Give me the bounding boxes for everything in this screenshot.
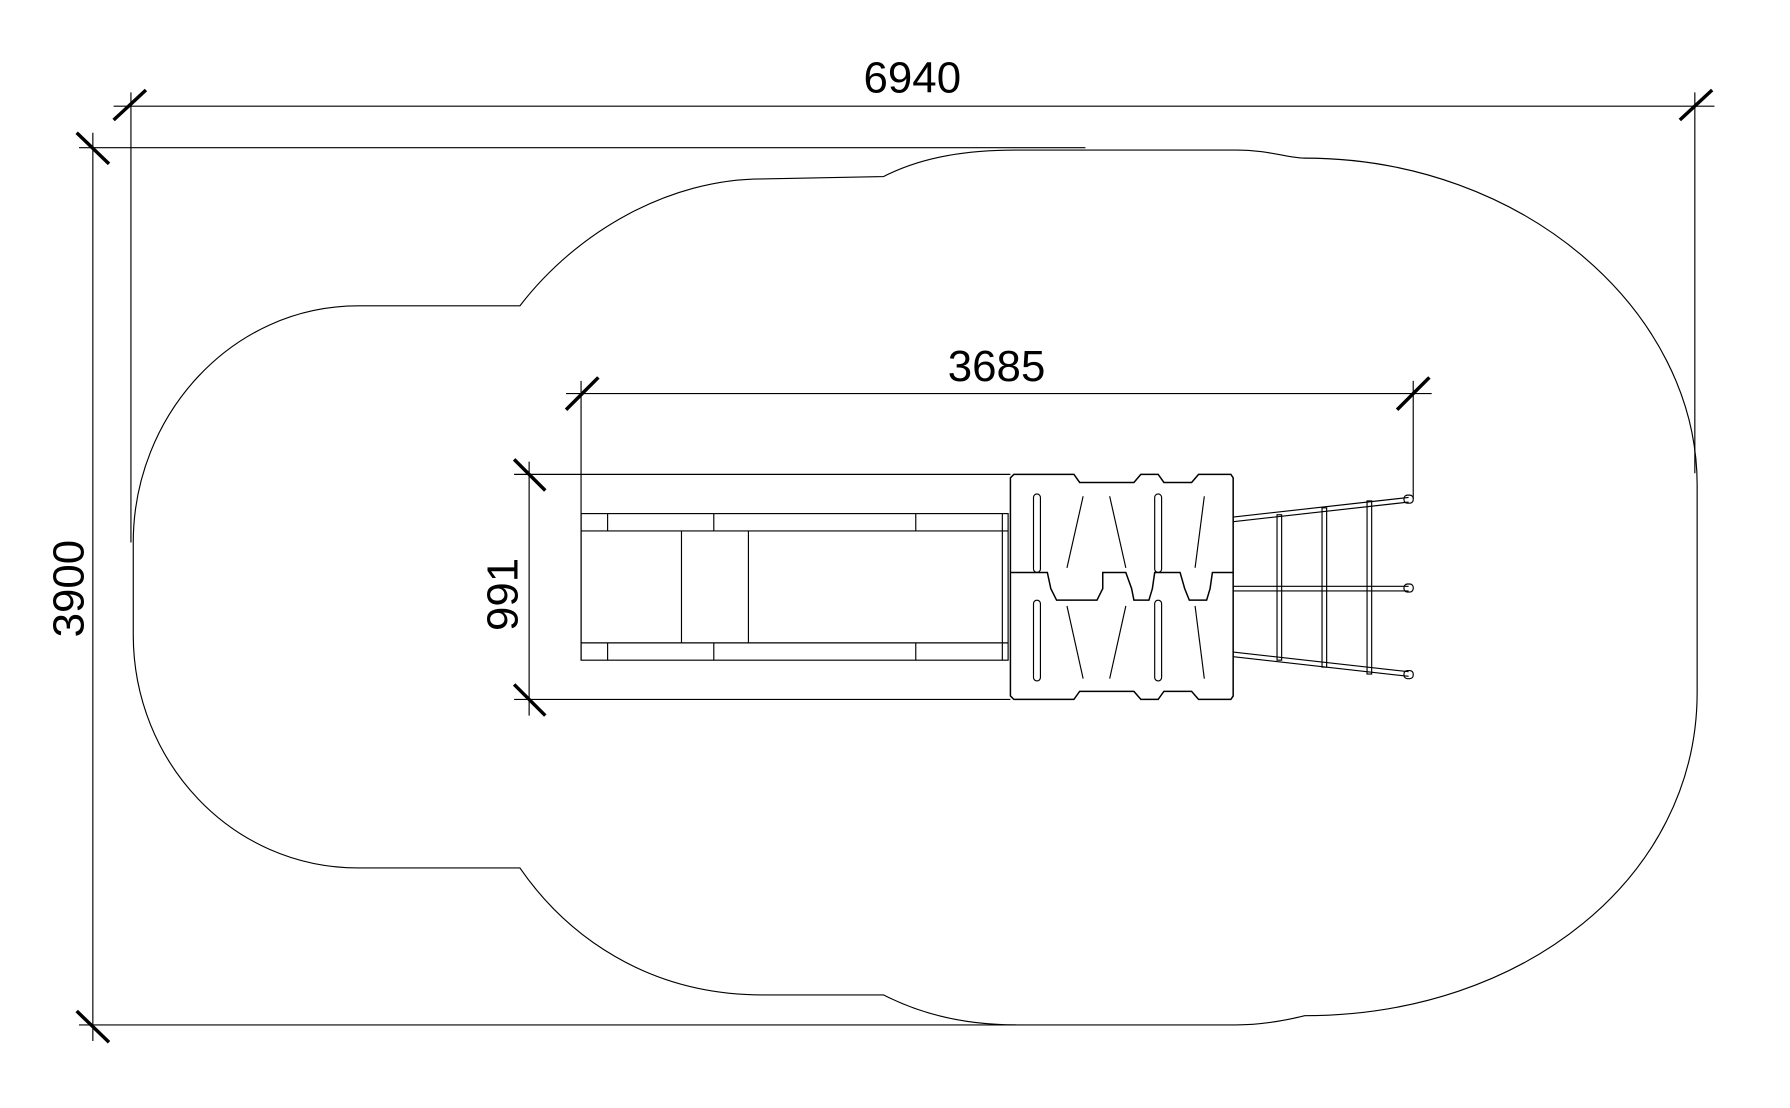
dimension-equipment-width: 991 [479,458,1011,717]
dimension-overall-width: 3900 [45,131,1086,1044]
slide [580,513,1009,661]
dimension-label-991: 991 [479,558,528,631]
dimension-label-3900: 3900 [45,540,94,638]
dimension-equipment-length: 3685 [564,342,1432,661]
platform [1009,473,1234,701]
dimension-overall-length: 6940 [112,53,1715,543]
safety-zone-outline [132,149,1698,1026]
dimension-label-3685: 3685 [948,342,1046,391]
dimension-label-6940: 6940 [864,53,962,102]
climbing-net [1233,494,1414,680]
